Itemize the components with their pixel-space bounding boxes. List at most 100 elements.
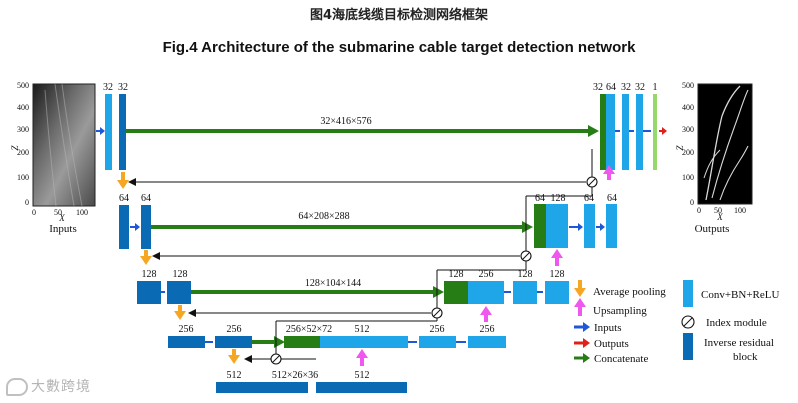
l1-channel-label: 1 [653, 82, 658, 93]
level-4: 256 256 256×52×72 512 256 256 [168, 318, 506, 366]
input-y-tick-300: 300 [17, 125, 29, 134]
l4-concat-block [284, 336, 320, 348]
legend-concatenate-label: Concatenate [594, 353, 648, 365]
l2-dimension-label: 64×208×288 [298, 211, 349, 222]
l1-channel-label: 64 [606, 82, 616, 93]
input-x-axis-label: X [58, 213, 65, 223]
l5-channel-label: 512 [227, 370, 242, 381]
legend-pooling-arrow-head [574, 288, 586, 297]
l5-dimension-label: 512×26×36 [272, 370, 318, 381]
output-x-axis-label: X [716, 212, 723, 222]
input-x-tick-100: 100 [76, 208, 88, 217]
l2-channel-label: 64 [535, 193, 545, 204]
l2-residual-block-1 [119, 205, 129, 249]
l5-residual-block-1 [216, 382, 308, 393]
l1-conv-block-1 [105, 94, 112, 170]
watermark-text: 大數跨境 [31, 379, 91, 395]
legend-inputs-arrow-head [583, 322, 590, 332]
l3-concatenate-arrow-head [433, 286, 444, 298]
output-y-tick-100: 100 [682, 173, 694, 182]
l1-dimension-label: 32×416×576 [320, 116, 371, 127]
l5-channel-label: 512 [355, 370, 370, 381]
l4-conv-block-2 [468, 336, 506, 348]
l4-channel-label: 256 [227, 324, 242, 335]
input-y-tick-100: 100 [17, 173, 29, 182]
output-x-tick-0: 0 [697, 206, 701, 215]
l1-pooling-arrow-head [117, 180, 129, 189]
l2-forward-arrow-head [578, 223, 583, 231]
l4-conv-block-1 [419, 336, 456, 348]
legend-upsampling: Upsampling [574, 298, 647, 317]
output-y-tick-500: 500 [682, 81, 694, 90]
l2-channel-label: 64 [607, 193, 617, 204]
l3-conv-block-2 [545, 281, 569, 304]
legend-inputs: Inputs [574, 322, 622, 334]
l1-channel-label: 32 [118, 82, 128, 93]
level-2: 64 64 64×208×288 64 128 64 64 [119, 187, 617, 266]
input-plot: 500 400 300 200 100 0 0 50 100 Z X Input… [10, 81, 95, 235]
l1-channel-label: 32 [593, 82, 603, 93]
l4-pooling-arrow-head [228, 355, 240, 364]
input-y-tick-0: 0 [25, 198, 29, 207]
input-y-axis-label: Z [10, 145, 20, 151]
legend-residual-label-line1: Inverse residual [704, 337, 774, 349]
l2-pooling-arrow-head [140, 256, 152, 265]
output-arrow-head [662, 127, 667, 135]
l4-channel-label: 256 [179, 324, 194, 335]
l4-residual-block-2 [215, 336, 252, 348]
legend-outputs-arrow-head [583, 338, 590, 348]
l1-channel-label: 32 [103, 82, 113, 93]
outputs-caption: Outputs [695, 223, 730, 235]
legend-average-pooling: Average pooling [574, 280, 666, 298]
output-y-axis-label: Z [675, 145, 685, 151]
l3-channel-label: 128 [518, 269, 533, 280]
legend-residual-swatch [683, 333, 693, 360]
l4-residual-block-1 [168, 336, 205, 348]
l1-conv-block-2 [622, 94, 629, 170]
watermark: 大數跨境 [6, 376, 91, 396]
legend: Average pooling Upsampling Inputs Output… [574, 280, 779, 365]
l2-forward-arrow-head [135, 223, 140, 231]
l3-channel-label: 128 [142, 269, 157, 280]
l4-channel-label: 512 [355, 324, 370, 335]
l3-residual-block-1 [137, 281, 161, 304]
legend-concatenate: Concatenate [574, 353, 648, 365]
l3-channel-label: 128 [173, 269, 188, 280]
inputs-caption: Inputs [49, 223, 77, 235]
legend-index-module: Index module [682, 316, 767, 329]
legend-conv-block: Conv+BN+ReLU [683, 280, 779, 307]
output-y-tick-0: 0 [690, 198, 694, 207]
l3-channel-label: 128 [550, 269, 565, 280]
l4-dimension-label: 256×52×72 [286, 324, 332, 335]
legend-average-pooling-label: Average pooling [593, 286, 666, 298]
legend-conv-label: Conv+BN+ReLU [701, 289, 779, 301]
l3-residual-block-2 [167, 281, 191, 304]
legend-conv-swatch [683, 280, 693, 307]
l3-channel-label: 128 [449, 269, 464, 280]
l3-dimension-label: 128×104×144 [305, 278, 361, 289]
output-y-tick-400: 400 [682, 103, 694, 112]
l2-concat-block [534, 204, 546, 248]
l2-channel-label: 128 [551, 193, 566, 204]
legend-outputs-label: Outputs [594, 338, 629, 350]
l2-channel-label: 64 [119, 193, 129, 204]
l2-conv-block-1 [584, 204, 595, 248]
l3-upsampling-arrow-head [480, 306, 492, 315]
output-x-tick-100: 100 [734, 206, 746, 215]
legend-concatenate-arrow-head [583, 353, 590, 363]
l4-channel-label: 256 [430, 324, 445, 335]
output-plot: 500 400 300 200 100 0 0 50 100 Z X Outpu… [675, 81, 752, 235]
l1-concat-block [600, 94, 606, 170]
l3-channel-label: 256 [479, 269, 494, 280]
legend-outputs: Outputs [574, 338, 629, 350]
l3-conv-block-1 [513, 281, 537, 304]
l3-concat-block [444, 281, 468, 304]
level-5: 512 512×26×36 512 [216, 370, 407, 393]
l2-upsampled-block [546, 204, 568, 248]
l2-channel-label: 64 [141, 193, 151, 204]
legend-index-module-label: Index module [706, 317, 767, 329]
l1-residual-block-1 [119, 94, 126, 170]
l2-forward-arrow-head [600, 223, 605, 231]
l3-upsampled-block [468, 281, 504, 304]
